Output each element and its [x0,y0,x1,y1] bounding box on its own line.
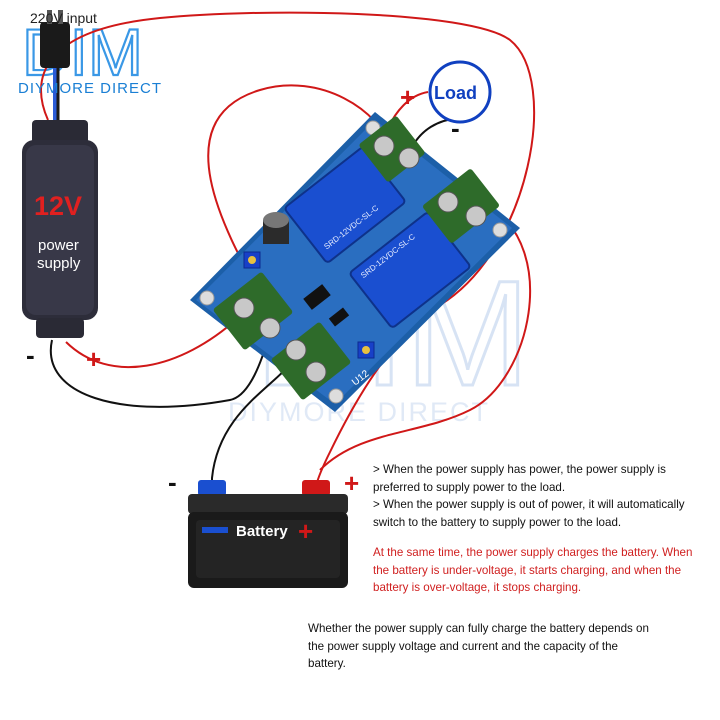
ac-plug [40,10,70,120]
power-supply-label-line1: power [38,237,79,254]
load-minus-sign: - [451,113,460,143]
capacitor [263,212,289,244]
load: Load [428,60,492,124]
description-block: > When the power supply has power, the p… [373,461,703,531]
power-supply-label-line2: supply [37,255,81,272]
load-label: Load [434,83,477,103]
power-supply-minus-sign: - [26,340,35,370]
terminal-block-battery [271,322,351,400]
power-supply-voltage: 12V [34,191,82,221]
terminal-block-supply [213,272,293,350]
power-supply-plus-sign: + [86,344,101,374]
battery-label: Battery [236,523,288,540]
battery-body-plus: + [298,516,313,546]
charging-note: At the same time, the power supply charg… [373,546,693,594]
footer-note: Whether the power supply can fully charg… [308,622,649,670]
relay-board: SRD-12VDC-SL-C SRD-12VDC-SL-C U12 [190,112,520,412]
logo-subtitle: DIYMORE DIRECT [18,80,163,97]
description-line-2: > When the power supply is out of power,… [373,498,685,529]
load-plus-sign: + [400,82,415,112]
terminal-block-right [423,169,499,243]
input-label: 220V input [30,10,97,26]
battery: - Battery + [188,480,348,588]
battery-minus-sign: - [168,467,177,497]
power-supply: 12V power supply [22,120,98,338]
description-line-1: > When the power supply has power, the p… [373,463,666,494]
watermark-subtitle: DIYMORE DIRECT [228,397,490,427]
battery-plus-sign: + [344,468,359,498]
red-wires [40,11,536,487]
terminal-block-load [359,116,425,182]
